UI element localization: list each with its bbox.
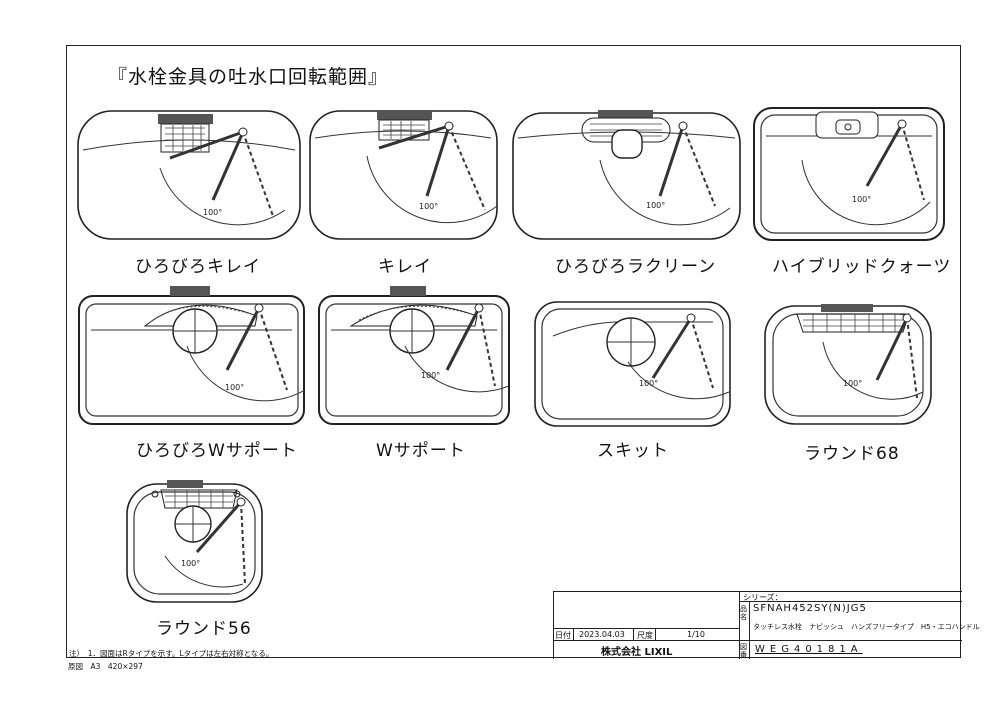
sink-skit: 100° [533,300,733,430]
sink-w-support: 100° [317,286,512,426]
product-name: タッチレス水栓 ナビッシュ ハンズフリータイプ H5・エコハンドル [753,623,980,631]
svg-text:100°: 100° [843,379,862,388]
svg-text:100°: 100° [203,208,222,217]
sink-hirobiro-w-support: 100° [77,286,307,426]
original-size-note: 原図 A3 420×297 [68,662,143,671]
date-label: 日付 [555,631,571,640]
sink-label-hirobiro-w-support: ひろびろWサポート [136,441,298,461]
drawing-number-label: 図番 [740,643,747,659]
drawing-title: 『水栓金具の吐水口回転範囲』 [108,66,389,88]
date-value: 2023.04.03 [579,630,625,639]
sink-label-w-support: Wサポート [376,441,466,461]
sink-kirei: 100° [307,108,502,243]
sink-label-hirobiro-kirei: ひろびろキレイ [135,257,261,277]
sink-hirobiro-rakurin: 100° [510,108,745,243]
drawing-note: 注） 1．図面はRタイプを示す。Lタイプは左右対称となる。 [69,649,274,658]
sink-label-round-56: ラウンド56 [156,619,252,639]
model-number: SFNAH452SY(N)JG5 [753,603,867,614]
sink-label-round-68: ラウンド68 [804,444,900,464]
sink-label-skit: スキット [597,441,669,461]
drawing-number: WEG40181A [755,644,863,655]
sink-label-hybrid-quartz: ハイブリッドクォーツ [772,257,952,277]
svg-text:100°: 100° [419,202,438,211]
sink-hirobiro-kirei: 100° [75,108,305,243]
sink-round-68: 100° [763,302,933,427]
scale-label: 尺度 [637,631,653,640]
svg-text:100°: 100° [181,559,200,568]
svg-text:100°: 100° [421,371,440,380]
svg-text:100°: 100° [852,195,871,204]
sink-round-56: 100° [125,480,265,605]
svg-text:100°: 100° [639,379,658,388]
sink-label-hirobiro-rakurin: ひろびろラクリーン [555,257,717,277]
sink-label-kirei: キレイ [378,257,432,277]
series-label: シリーズ： [743,593,783,602]
svg-text:100°: 100° [225,383,244,392]
sink-hybrid-quartz: 100° [752,106,947,243]
drawing-frame [66,45,961,658]
product-label: 品名 [740,605,747,621]
svg-text:100°: 100° [646,201,665,210]
company-name: 株式会社 LIXIL [601,647,673,658]
scale-value: 1/10 [687,630,705,639]
title-block: シリーズ： 品名 SFNAH452SY(N)JG5 タッチレス水栓 ナビッシュ … [553,591,980,659]
